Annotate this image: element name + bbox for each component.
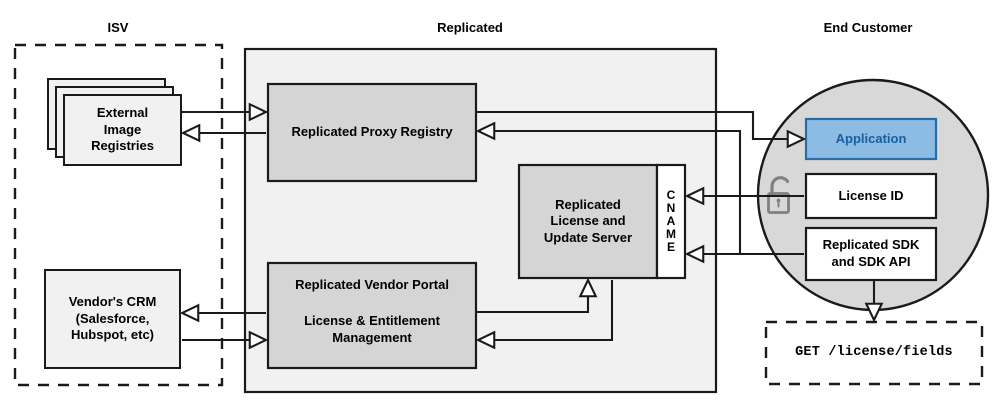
proxy-registry-box: [266, 82, 478, 183]
license-id-box: [804, 172, 938, 220]
replicated-sdk-box: [804, 226, 938, 282]
registry-stack-front: [63, 94, 182, 166]
replicated-region-title: Replicated: [437, 20, 503, 35]
license-update-server-node[interactable]: [519, 165, 657, 278]
vendor-portal-node[interactable]: [268, 263, 476, 368]
isv-region-boundary: [13, 43, 224, 387]
api-request-node[interactable]: [766, 322, 982, 384]
unlocked-padlock-icon: [767, 176, 790, 214]
external-image-registries-node[interactable]: [64, 95, 181, 165]
vendors-crm-box: [44, 269, 181, 369]
isv-region-title: ISV: [107, 20, 129, 35]
vendors-crm-node[interactable]: [45, 270, 180, 368]
edge-license-server-to-vendor-portal: [478, 280, 614, 340]
proxy-registry-node[interactable]: [268, 84, 476, 181]
edge-vendor-portal-to-license-server: [476, 280, 588, 314]
edge-sdk-to-cname: [687, 250, 804, 254]
replicated-sdk-node[interactable]: [806, 228, 936, 280]
api-request-box: [764, 320, 984, 386]
application-node[interactable]: [806, 119, 936, 159]
edge-proxy-to-application: [476, 110, 804, 139]
application-box: [804, 117, 938, 161]
cname-node[interactable]: [657, 165, 685, 278]
cname-strip: [655, 163, 687, 280]
license-id-node[interactable]: [806, 174, 936, 218]
vendor-portal-box: [266, 261, 478, 370]
end-customer-region-title: End Customer: [823, 20, 913, 35]
